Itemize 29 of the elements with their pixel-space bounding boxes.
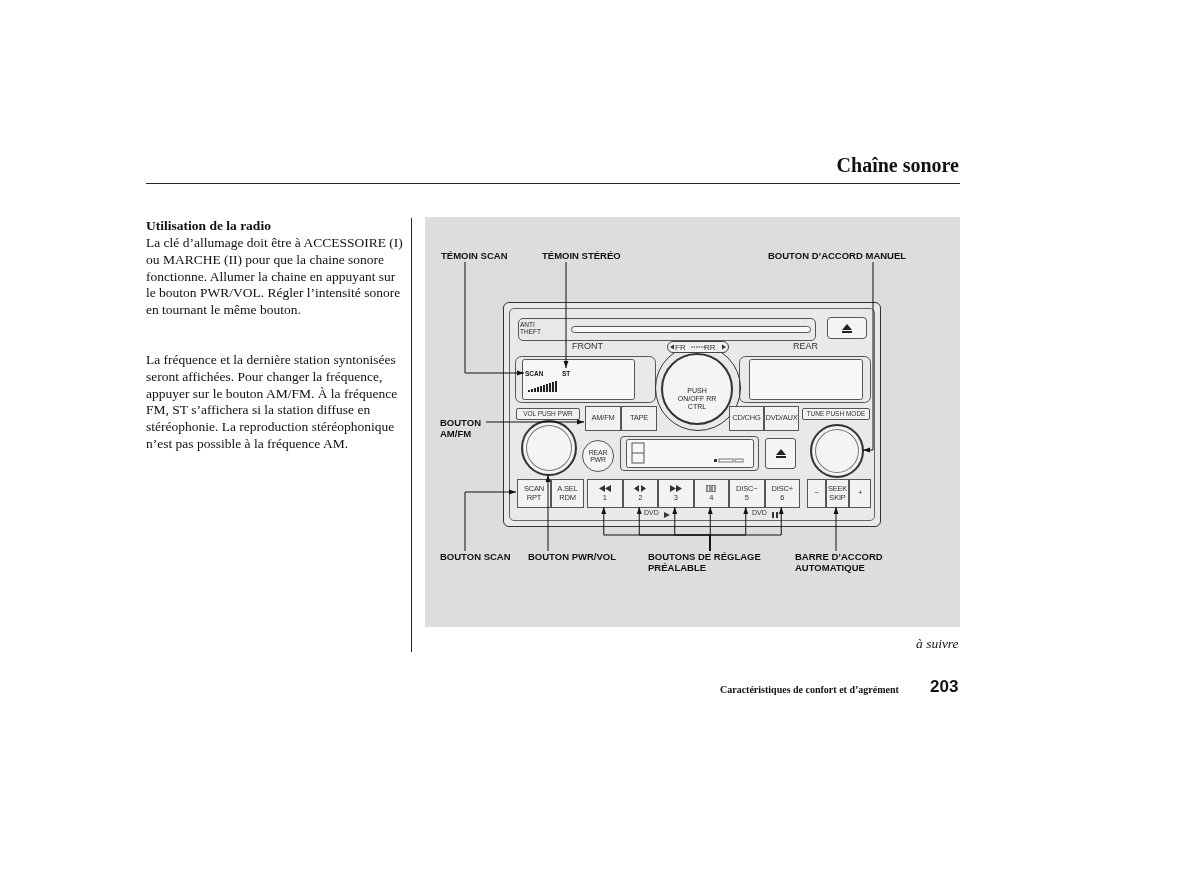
callout-label: TÉMOIN STÉRÉO <box>542 250 632 261</box>
leader-line <box>709 506 784 552</box>
panel-label: FRONT <box>572 341 603 351</box>
volume-knob <box>521 420 577 476</box>
fader-label: FR <box>675 343 686 352</box>
callout-label: BOUTON AM/FM <box>440 417 486 439</box>
leader-line <box>464 261 525 376</box>
callout-label: BOUTON PWR/VOL <box>528 551 628 562</box>
tuning-knob <box>810 424 864 478</box>
leader-line <box>563 261 569 369</box>
leader-line <box>485 419 585 425</box>
leader-line <box>545 474 551 552</box>
callout-label: BOUTON D’ACCORD MANUEL <box>768 250 918 261</box>
section-heading: Utilisation de la radio <box>146 218 271 234</box>
panel-label: REAR <box>793 341 818 351</box>
continued-note: à suivre <box>916 636 959 652</box>
callout-label: BOUTON SCAN <box>440 551 525 562</box>
leader-line <box>862 261 874 453</box>
callout-label: BOUTONS DE RÉGLAGE PRÉALABLE <box>648 551 768 573</box>
footer-text: Caractéristiques de confort et d’agrément <box>720 684 899 695</box>
leader-line <box>464 489 517 552</box>
body-paragraph: La fréquence et la dernière station syntonisées seront affichées. Pour changer la fréquence, appuyer sur le bouton AM/FM. À la fréquence FM, ST s’affichera si la station diffuse en stéréophonie. La reproduction stéréophonique n’est pas possible à la fréquence AM. <box>146 352 399 453</box>
leader-line <box>833 506 839 552</box>
body-paragraph: La clé d’allumage doit être à ACCESSOIRE (I) ou MARCHE (II) pour que la chaine sonore fonctionne. Allumer la chaine en appuyant sur le bouton PWR/VOL. Régler l’intensité sonore en tournant le même bouton. <box>146 235 404 319</box>
fader-label: RR <box>704 343 716 352</box>
callout-label: BARRE D’ACCORD AUTOMATIQUE <box>795 551 907 573</box>
page-title: Chaîne sonore <box>836 154 959 177</box>
page-number: 203 <box>930 677 959 697</box>
callout-label: TÉMOIN SCAN <box>441 250 521 261</box>
